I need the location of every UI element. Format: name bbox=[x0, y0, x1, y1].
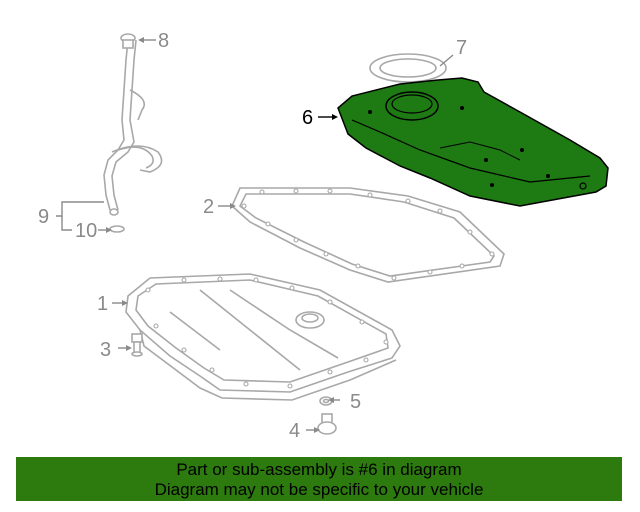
callout-numbers: 8 7 6 2 9 10 1 3 5 4 bbox=[38, 30, 467, 442]
callout-9: 9 bbox=[38, 206, 49, 228]
callout-2: 2 bbox=[203, 196, 214, 218]
washer[interactable] bbox=[319, 396, 333, 406]
gasket[interactable] bbox=[231, 187, 505, 283]
oil-pan[interactable] bbox=[125, 273, 401, 401]
parts-diagram: 8 7 6 2 9 10 1 3 5 4 bbox=[38, 30, 609, 442]
callout-5: 5 bbox=[350, 391, 361, 413]
callout-8: 8 bbox=[158, 30, 169, 52]
callout-4: 4 bbox=[289, 420, 300, 442]
plug-bolt[interactable] bbox=[317, 413, 337, 435]
callout-7: 7 bbox=[456, 37, 467, 59]
banner-line-2: Diagram may not be specific to your vehi… bbox=[154, 480, 484, 499]
leader-lines bbox=[56, 37, 454, 433]
dipstick-tube-assembly[interactable] bbox=[103, 33, 163, 233]
fitment-banner: Part or sub-assembly is #6 in diagram Di… bbox=[16, 457, 622, 501]
callout-1: 1 bbox=[97, 293, 108, 315]
callout-6: 6 bbox=[302, 107, 313, 129]
seal-ring[interactable] bbox=[369, 53, 447, 83]
drain-plug[interactable] bbox=[131, 333, 143, 357]
banner-line-1: Part or sub-assembly is #6 in diagram bbox=[176, 460, 462, 479]
callout-10: 10 bbox=[75, 220, 97, 242]
strainer-highlighted-part[interactable] bbox=[337, 77, 609, 207]
callout-3: 3 bbox=[100, 339, 111, 361]
